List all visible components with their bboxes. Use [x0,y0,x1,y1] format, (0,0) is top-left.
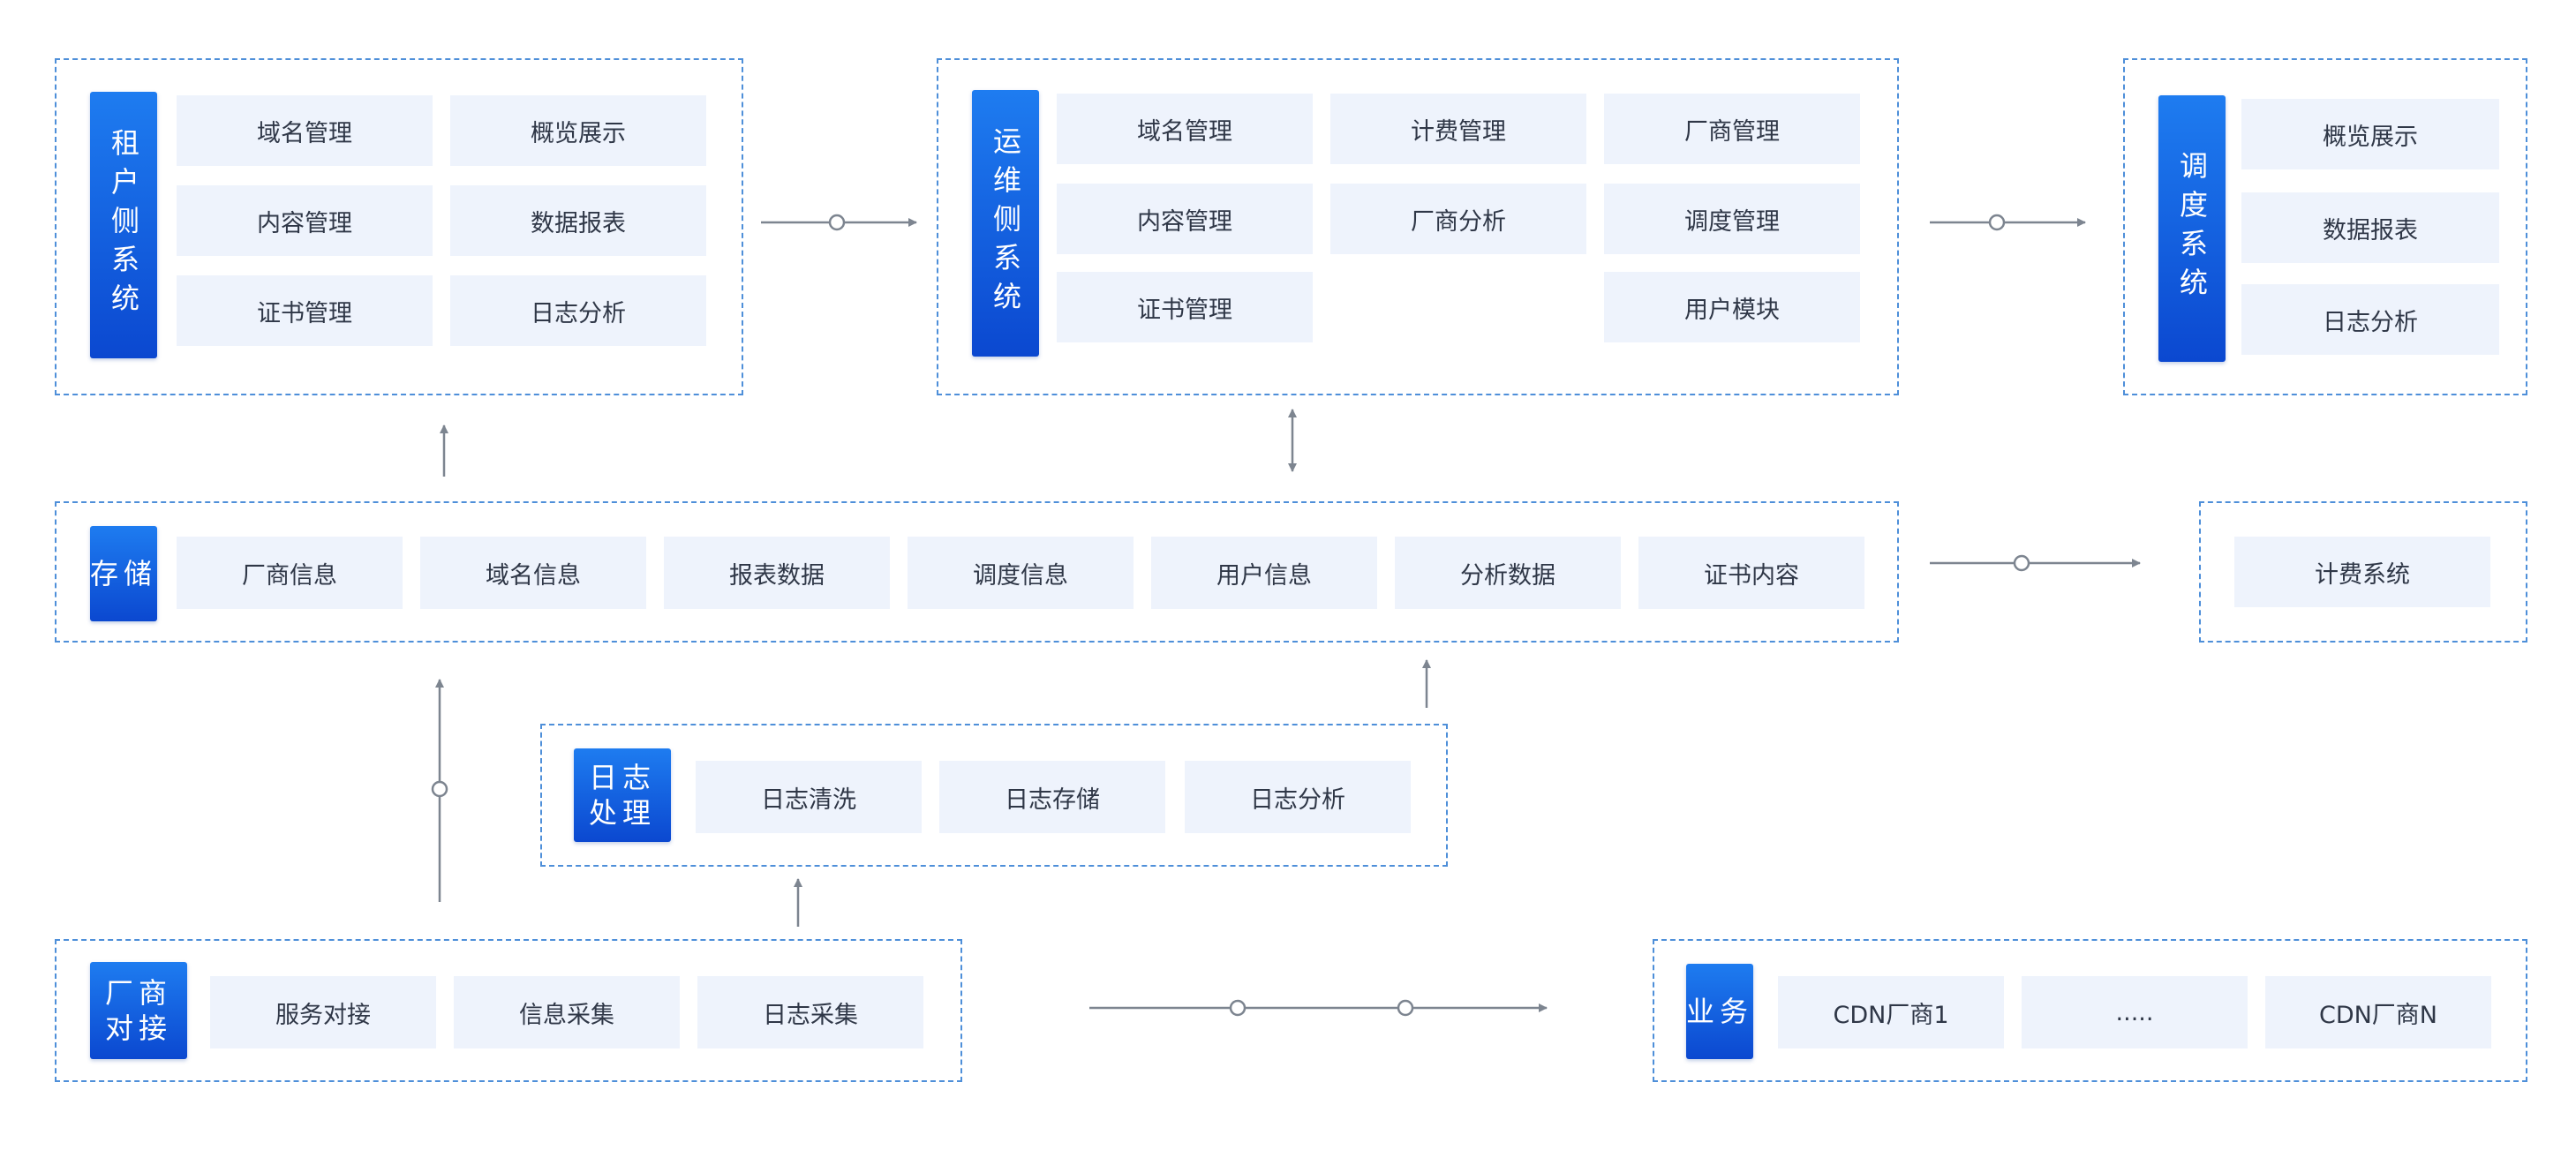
dispatch-system-tag: 调度系统 [2158,95,2226,362]
ops-item-vendor-analysis: 厂商分析 [1330,184,1586,254]
ops-item-billing: 计费管理 [1330,94,1586,164]
ops-item-content: 内容管理 [1057,184,1313,254]
dispatch-system-group: 调度系统 概览展示 数据报表 日志分析 [2123,58,2527,395]
billing-system-group: 计费系统 [2199,501,2527,643]
ops-item-domain: 域名管理 [1057,94,1313,164]
vendor-item-info: 信息采集 [454,976,680,1048]
storage-group: 存储 厂商信息 域名信息 报表数据 调度信息 用户信息 分析数据 证书内容 [55,501,1899,643]
log-item-store: 日志存储 [939,761,1165,833]
vendor-integration-tag: 厂商对接 [90,962,187,1059]
storage-item-vendor: 厂商信息 [177,537,403,609]
tenant-item-report: 数据报表 [450,185,706,256]
log-item-clean: 日志清洗 [696,761,922,833]
arrow-storage-to-billing [1930,554,2141,572]
tenant-item-overview: 概览展示 [450,95,706,166]
ops-item-cert: 证书管理 [1057,272,1313,342]
storage-item-user: 用户信息 [1151,537,1377,609]
arrow-vendor-to-storage [431,679,448,902]
storage-item-report: 报表数据 [664,537,890,609]
dispatch-item-overview: 概览展示 [2241,99,2499,169]
business-item-ellipsis: ..... [2022,976,2248,1048]
ops-item-user: 用户模块 [1604,272,1860,342]
storage-item-dispatch: 调度信息 [908,537,1134,609]
storage-item-analysis: 分析数据 [1395,537,1621,609]
arrow-tenant-to-ops [761,214,917,231]
storage-item-domain: 域名信息 [420,537,646,609]
tenant-system-group: 租户侧系统 域名管理 概览展示 内容管理 数据报表 证书管理 日志分析 [55,58,743,395]
vendor-integration-group: 厂商对接 服务对接 信息采集 日志采集 [55,939,962,1082]
vendor-item-service: 服务对接 [210,976,436,1048]
tenant-item-cert: 证书管理 [177,275,433,346]
ops-system-tag: 运维侧系统 [972,90,1039,357]
billing-system-item: 计费系统 [2234,537,2490,607]
dispatch-item-report: 数据报表 [2241,192,2499,263]
tenant-item-log: 日志分析 [450,275,706,346]
vendor-item-log: 日志采集 [697,976,923,1048]
business-item-cdn1: CDN厂商1 [1778,976,2004,1048]
tenant-system-tag: 租户侧系统 [90,92,157,358]
business-tag: 业务 [1686,964,1753,1059]
arrow-ops-to-dispatch [1930,214,2086,231]
log-item-analysis: 日志分析 [1185,761,1411,833]
log-processing-group: 日志处理 日志清洗 日志存储 日志分析 [540,724,1448,867]
arrow-vendor-to-business [1089,999,1548,1017]
business-item-cdnn: CDN厂商N [2265,976,2491,1048]
tenant-item-content: 内容管理 [177,185,433,256]
ops-item-vendor: 厂商管理 [1604,94,1860,164]
storage-item-cert: 证书内容 [1638,537,1864,609]
business-group: 业务 CDN厂商1 ..... CDN厂商N [1653,939,2527,1082]
storage-tag: 存储 [90,526,157,621]
tenant-item-domain: 域名管理 [177,95,433,166]
log-processing-tag: 日志处理 [574,748,671,842]
ops-item-dispatch: 调度管理 [1604,184,1860,254]
dispatch-item-log: 日志分析 [2241,284,2499,355]
ops-system-group: 运维侧系统 域名管理 计费管理 厂商管理 内容管理 厂商分析 调度管理 证书管理… [937,58,1899,395]
